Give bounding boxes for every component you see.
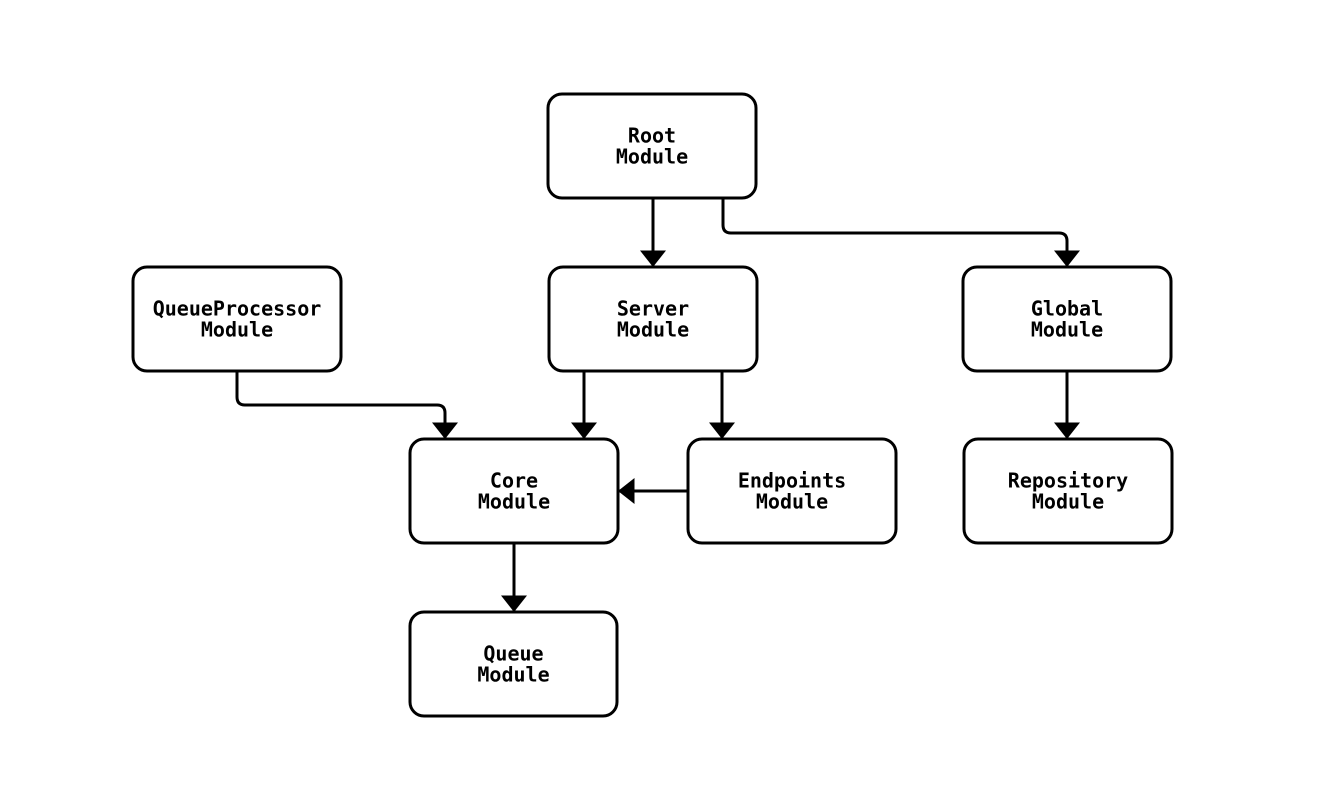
node-repository-label-line2: Module: [1032, 490, 1104, 514]
node-global-label-line1: Global: [1031, 297, 1103, 321]
node-queue-label-line1: Queue: [483, 642, 543, 666]
node-root-box: [546, 92, 758, 200]
node-queue-label-line2: Module: [477, 663, 549, 687]
node-global-label-line2: Module: [1031, 318, 1103, 342]
node-root-label-line2: Module: [616, 145, 688, 169]
node-endpoints-box: [686, 437, 898, 545]
node-queueprocessor-box: [131, 265, 343, 373]
node-endpoints-label-line2: Module: [756, 490, 828, 514]
node-server-label-line1: Server: [617, 297, 689, 321]
node-queue-box: [408, 610, 619, 718]
node-queueprocessor-label-line1: QueueProcessor: [153, 297, 322, 321]
node-server-box: [547, 265, 759, 373]
edge-root-to-global: [721, 198, 1080, 267]
node-repository-label-line1: Repository: [1008, 469, 1128, 493]
node-repository-box: [962, 437, 1174, 545]
node-global-box: [961, 265, 1173, 373]
edge-queueprocessor-to-core: [235, 371, 458, 439]
node-core-label-line2: Module: [478, 490, 550, 514]
node-endpoints-label-line1: Endpoints: [738, 469, 846, 493]
node-core-box: [408, 437, 620, 545]
node-core-label-line1: Core: [490, 469, 538, 493]
node-server-label-line2: Module: [617, 318, 689, 342]
node-queueprocessor-label-line2: Module: [201, 318, 273, 342]
edges-layer: [235, 198, 1080, 612]
node-root-label-line1: Root: [628, 124, 676, 148]
